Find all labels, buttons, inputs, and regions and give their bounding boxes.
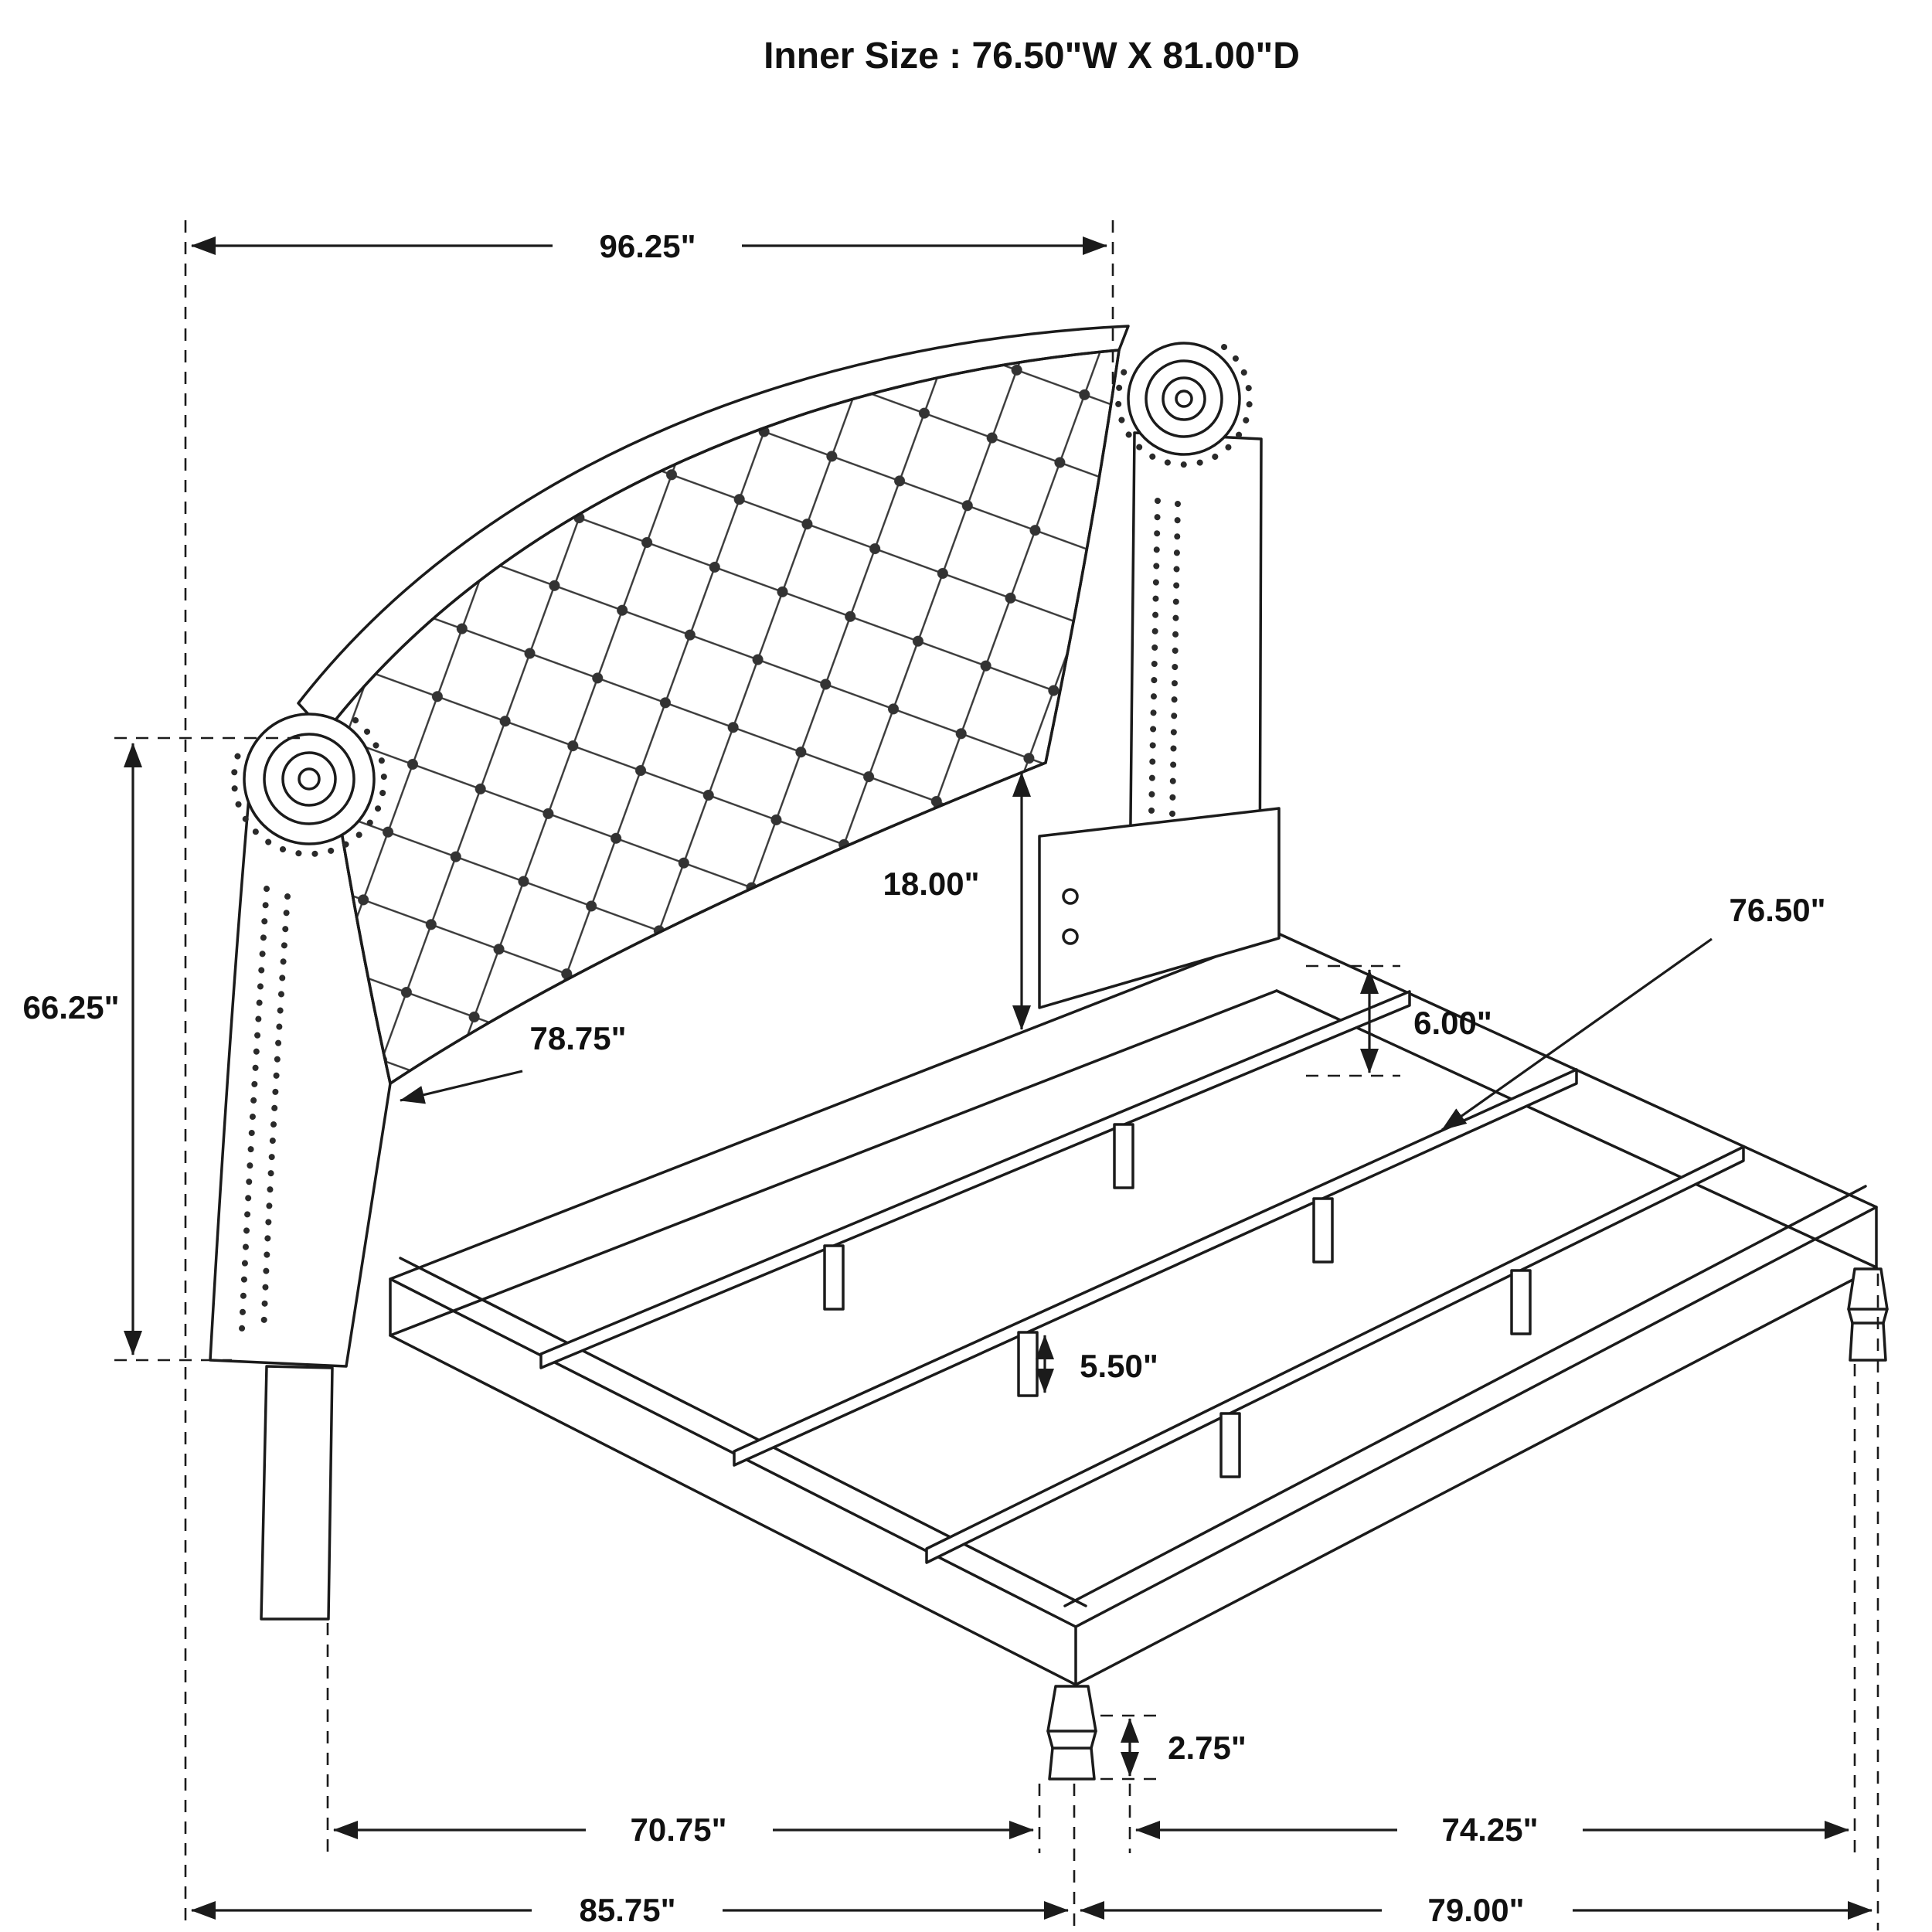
dim-headboard-height: 66.25" [22, 743, 142, 1355]
right-foot [1847, 1267, 1889, 1362]
dim-foot-height: 2.75" [1121, 1718, 1247, 1777]
dim-label-79-00: 79.00" [1427, 1892, 1524, 1928]
dim-label-76-50: 76.50" [1729, 892, 1825, 928]
headboard-leg [260, 1365, 334, 1621]
slat [733, 1068, 1578, 1467]
dim-slat-support-height: 5.50" [1036, 1335, 1158, 1393]
right-scroll [1114, 342, 1253, 468]
bolt-hole [1062, 928, 1079, 945]
dim-label-2-75: 2.75" [1168, 1730, 1247, 1766]
slat-support [1510, 1269, 1532, 1335]
foot-rail [1063, 1185, 1878, 1686]
dim-slat-length: 76.50" [1441, 892, 1826, 1131]
dim-headboard-width: 78.75" [400, 1020, 627, 1104]
dim-label-74-25: 74.25" [1441, 1811, 1538, 1848]
headboard-group [209, 325, 1263, 1621]
dim-label-18-00: 18.00" [883, 866, 979, 902]
dim-overall-depth: 79.00" [1080, 1892, 1872, 1928]
slat-support [1312, 1197, 1334, 1264]
slat-support [1219, 1412, 1241, 1478]
left-side-rail [389, 1257, 1087, 1686]
dim-side-rail-height: 6.00" [1360, 969, 1492, 1073]
dim-label-96-25: 96.25" [599, 228, 696, 264]
left-scroll [230, 713, 387, 858]
dim-label-85-75: 85.75" [579, 1892, 675, 1928]
tufting-pattern [324, 349, 1121, 1086]
bolt-hole [1062, 888, 1079, 905]
head-rail [389, 931, 1278, 1337]
dim-headboard-panel-height: 18.00" [883, 772, 1031, 1030]
slat-support [1017, 1331, 1039, 1397]
front-foot [1046, 1685, 1097, 1781]
slats-group [539, 990, 1745, 1564]
headrail-bracket-plate [1038, 807, 1281, 1009]
right-post-nailheads [1148, 498, 1161, 815]
right-post-nailheads-2 [1169, 501, 1181, 818]
extension-lines [114, 220, 1879, 1930]
dim-label-70-75: 70.75" [630, 1811, 726, 1848]
slat [539, 990, 1411, 1369]
dim-label-66-25: 66.25" [22, 989, 119, 1026]
dim-inner-width: 70.75" [333, 1811, 1034, 1848]
diagram-title: Inner Size : 76.50"W X 81.00"D [764, 36, 1300, 77]
dim-overall-width-top: 96.25" [191, 228, 1107, 264]
dim-label-78-75: 78.75" [529, 1020, 626, 1056]
left-post-nailheads [239, 886, 270, 1332]
dim-overall-width: 85.75" [191, 1892, 1069, 1928]
slat-support [823, 1244, 845, 1311]
slat-support [1113, 1123, 1134, 1189]
left-scroll-nailheads [230, 717, 387, 858]
dim-label-5-50: 5.50" [1080, 1348, 1158, 1384]
right-scroll-nailheads [1114, 344, 1253, 468]
bed-frame-group [389, 807, 1889, 1781]
dim-label-6-00: 6.00" [1413, 1005, 1492, 1041]
headboard-roll-top [297, 325, 1130, 734]
slat [925, 1145, 1745, 1564]
dim-inner-depth: 74.25" [1135, 1811, 1849, 1848]
right-side-rail [1275, 931, 1878, 1269]
